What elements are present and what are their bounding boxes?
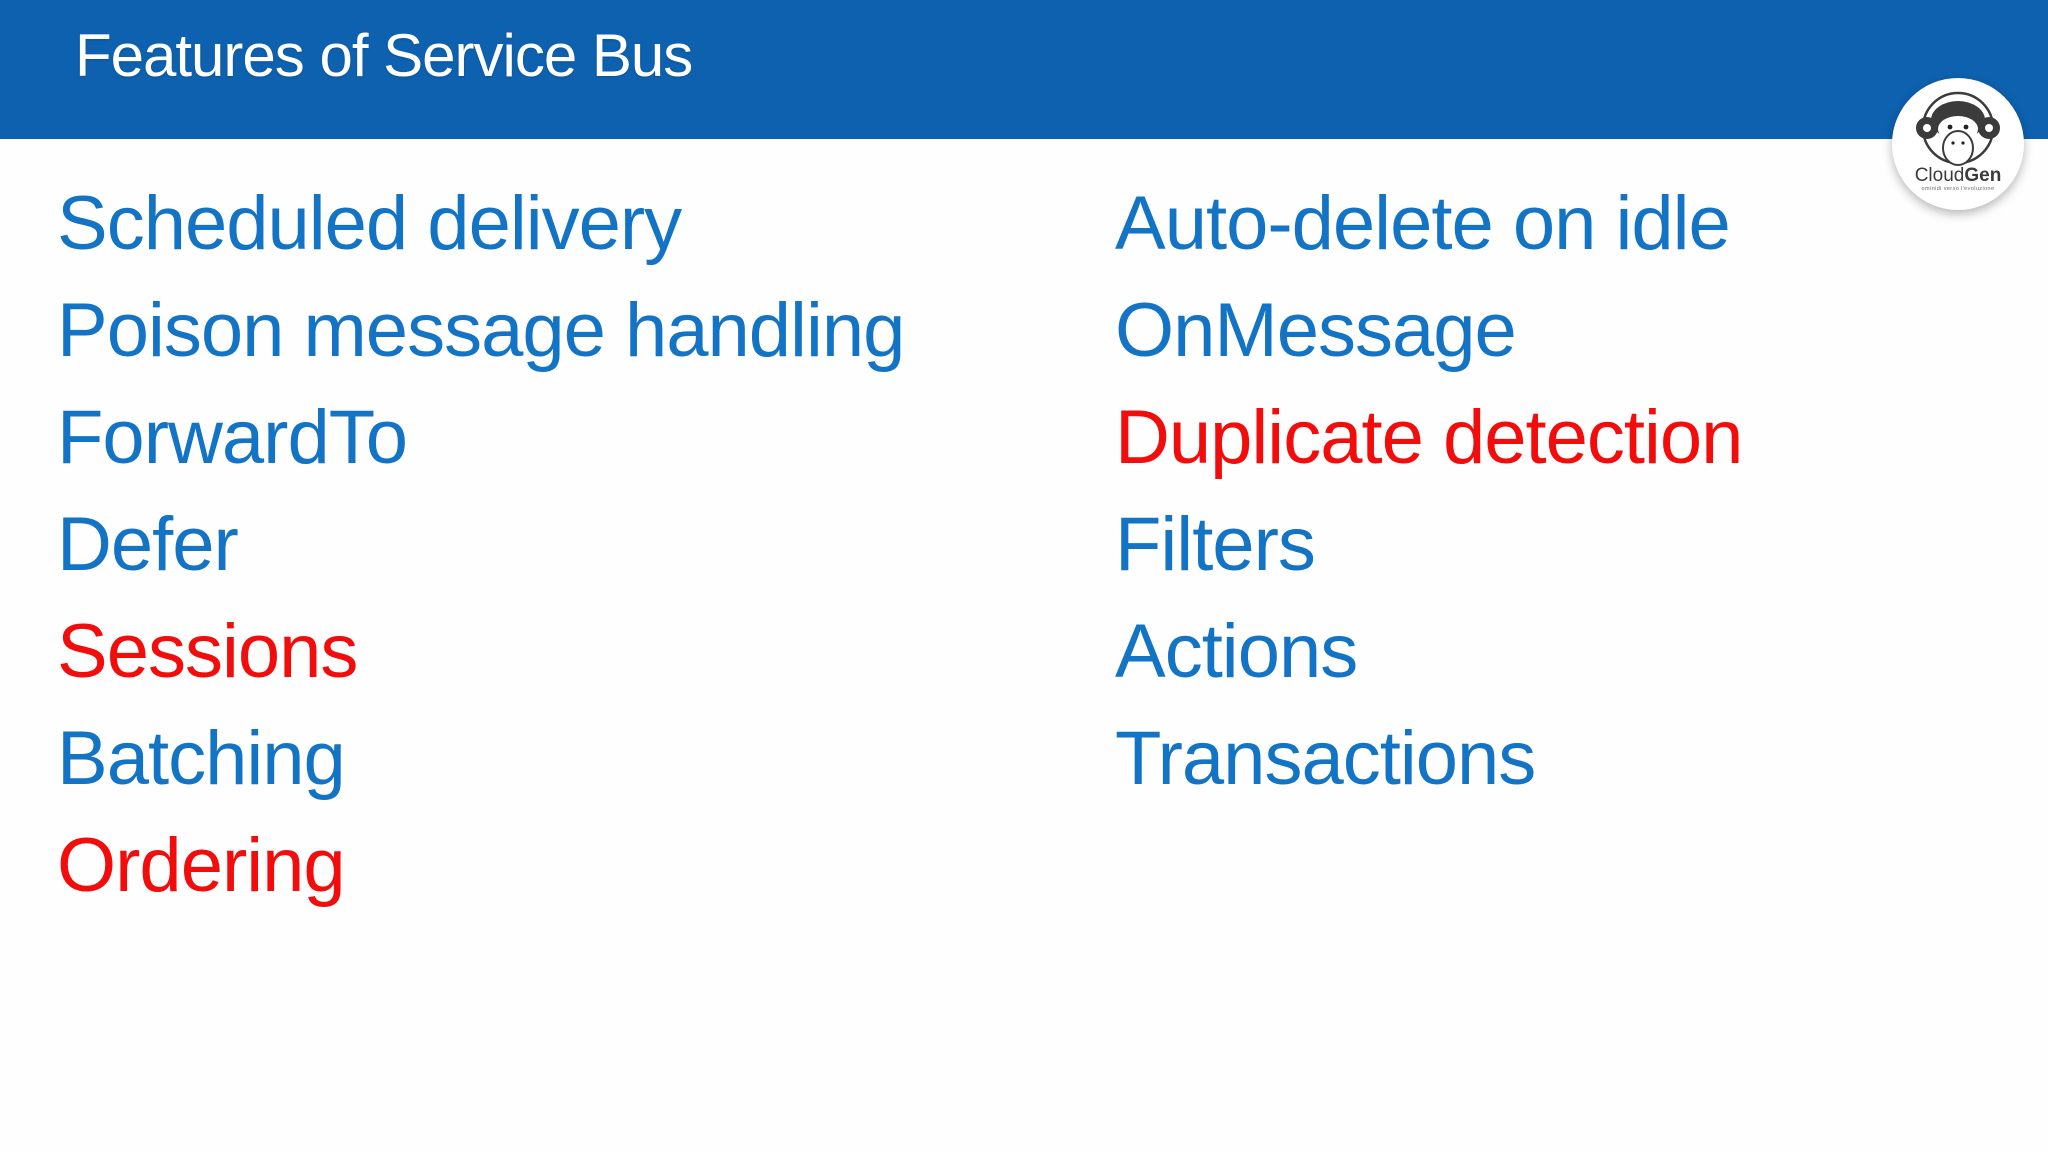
- feature-item: Ordering: [57, 823, 346, 908]
- feature-item: Actions: [1115, 609, 1358, 694]
- feature-item: Scheduled delivery: [57, 181, 682, 266]
- feature-item: Batching: [57, 716, 346, 801]
- cloudgen-wordmark: CloudGen: [1915, 165, 2002, 186]
- feature-item: Transactions: [1115, 716, 1536, 801]
- feature-item: ForwardTo: [57, 395, 408, 480]
- feature-item: Defer: [57, 502, 239, 587]
- page-title: Features of Service Bus: [75, 22, 693, 89]
- header-bar: Features of Service Bus: [0, 0, 2048, 139]
- cloudgen-logo-badge: CloudGen ominidi verso l'evoluzione: [1892, 78, 2024, 210]
- feature-item: Poison message handling: [57, 288, 905, 373]
- feature-item: OnMessage: [1115, 288, 1517, 373]
- cloudgen-monkey-icon: CloudGen ominidi verso l'evoluzione: [1915, 91, 2002, 192]
- feature-item: Sessions: [57, 609, 358, 694]
- feature-item: Auto-delete on idle: [1115, 181, 1731, 266]
- feature-item: Duplicate detection: [1115, 395, 1743, 480]
- cloudgen-tagline: ominidi verso l'evoluzione: [1922, 186, 1995, 192]
- feature-item: Filters: [1115, 502, 1316, 587]
